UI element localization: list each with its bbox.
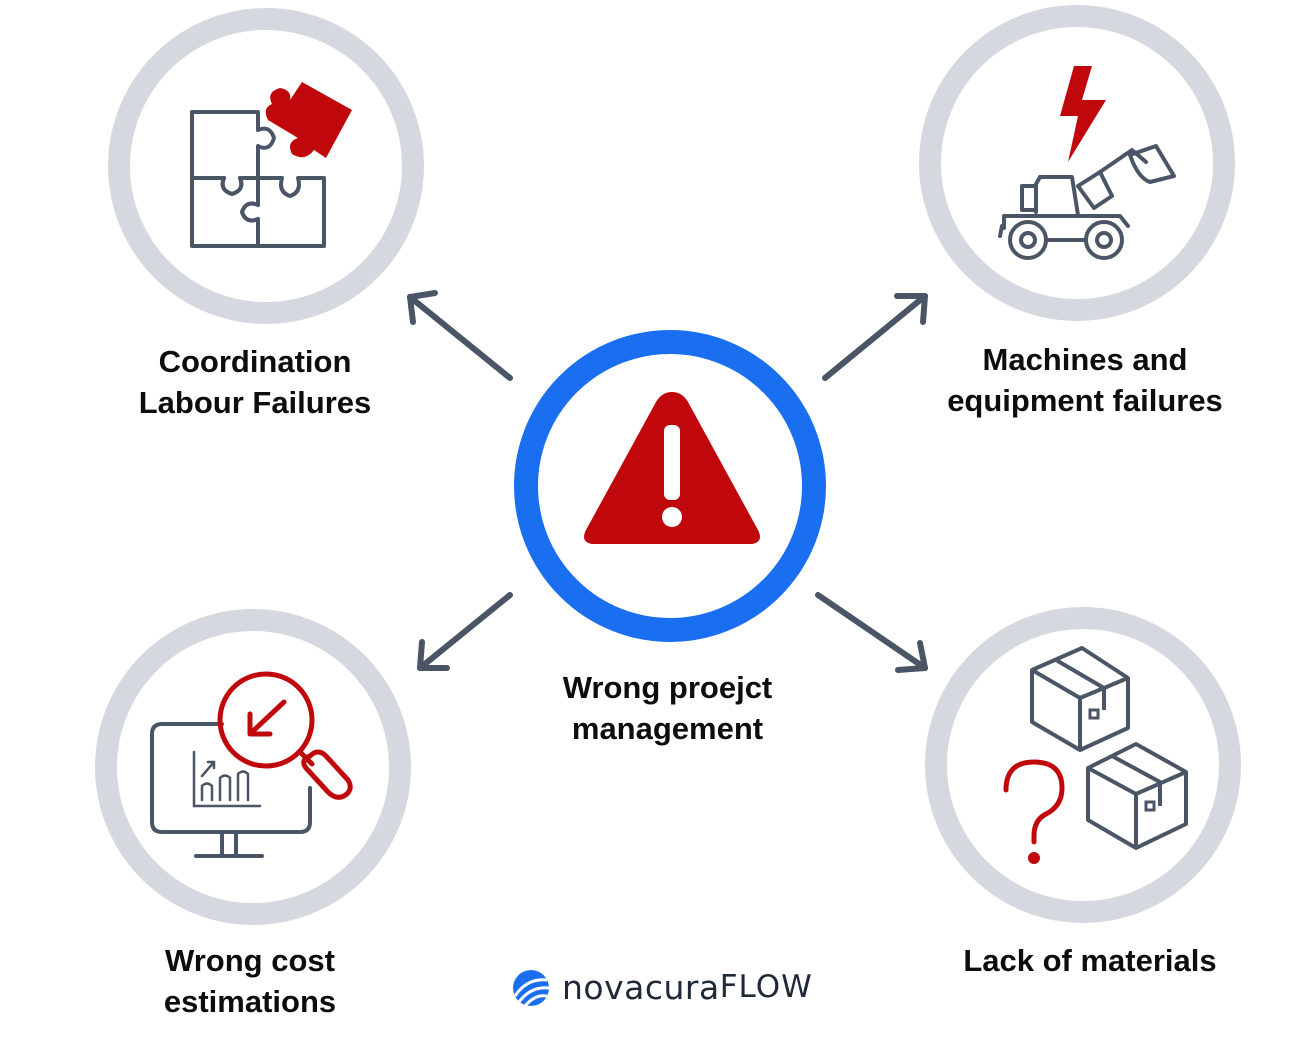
label-center-line1: Wrong proejct <box>562 670 773 705</box>
label-machines-line2: equipment failures <box>947 383 1223 418</box>
label-center-line2: management <box>571 711 764 746</box>
arrow-to-machines <box>822 293 928 381</box>
ring-materials <box>925 607 1241 923</box>
novacura-logo: novacura FLOW <box>508 962 848 1012</box>
label-materials-line1: Lack of materials <box>963 943 1217 978</box>
label-cost-line1: Wrong cost <box>165 943 335 978</box>
loader-tractor-icon <box>998 144 1176 260</box>
label-machines: Machines and equipment failures <box>920 339 1250 421</box>
logo-word-novacura: novacura <box>562 967 720 1007</box>
novacura-logo-mark <box>513 970 550 1007</box>
label-center: Wrong proejct management <box>500 667 835 749</box>
label-coordination-line1: Coordination <box>158 344 352 379</box>
ring-coordination <box>108 8 424 324</box>
arrow-to-materials <box>815 592 928 673</box>
label-coordination-line2: Labour Failures <box>138 385 372 420</box>
arrows <box>407 290 928 673</box>
label-machines-line1: Machines and <box>982 342 1188 377</box>
arrow-to-coordination <box>407 290 513 381</box>
label-materials: Lack of materials <box>930 940 1250 981</box>
warning-icon <box>584 392 760 544</box>
puzzle-piece-red <box>265 82 352 158</box>
logo-word-flow: FLOW <box>719 969 813 1005</box>
puzzle-icon <box>190 110 326 248</box>
label-cost: Wrong cost estimations <box>95 940 405 1022</box>
center-ring <box>514 330 826 642</box>
ring-cost <box>95 609 411 925</box>
lightning-icon <box>1060 66 1106 162</box>
boxes-question-icon <box>1003 646 1188 864</box>
arrow-to-cost <box>417 592 513 671</box>
ring-machines <box>919 5 1235 321</box>
monitor-magnifier-icon <box>150 671 353 858</box>
label-coordination: Coordination Labour Failures <box>95 341 415 423</box>
label-cost-line2: estimations <box>163 984 337 1019</box>
